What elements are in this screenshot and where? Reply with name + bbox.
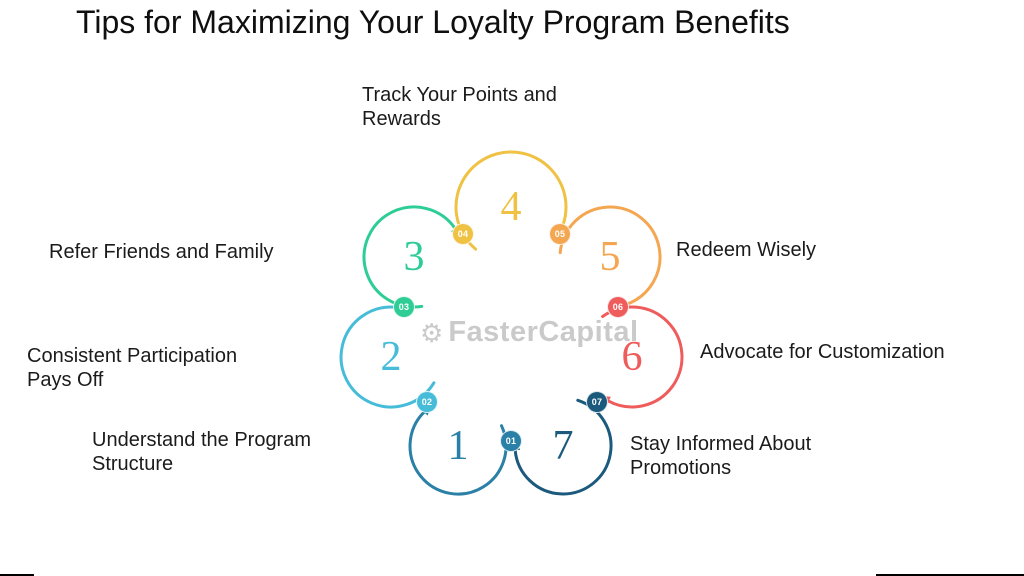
tip-number-6: 6 [621,334,643,380]
tip-label-7: Stay Informed About Promotions [630,433,812,479]
tip-badge-06: 06 [607,296,629,318]
tip-number-3: 3 [403,234,425,280]
screen-edge-artifact-left [0,574,34,576]
tip-badge-05: 05 [549,223,571,245]
tip-number-2: 2 [380,334,402,380]
gear-icon: ⚙ [420,317,444,348]
tip-badge-04: 04 [452,223,474,245]
tip-number-7: 7 [552,423,574,469]
page-title: Tips for Maximizing Your Loyalty Program… [76,4,790,40]
screen-edge-artifact-right [876,574,1024,576]
tip-badge-01: 01 [500,430,522,452]
tip-badge-03: 03 [393,296,415,318]
tip-number-4: 4 [500,184,522,230]
watermark-text: FasterCapital [448,316,639,348]
tip-label-6: Advocate for Customization [700,341,945,363]
tip-number-1: 1 [447,423,469,469]
tip-badge-02: 02 [416,391,438,413]
tip-label-1: Understand the Program Structure [92,429,312,475]
watermark: ⚙ FasterCapital [420,316,639,349]
tip-label-5: Redeem Wisely [676,239,817,261]
tip-label-2: Consistent Participation Pays Off [27,345,238,391]
tip-badge-07: 07 [586,391,608,413]
tip-label-3: Refer Friends and Family [49,241,274,263]
tip-number-5: 5 [599,234,621,280]
tip-label-4: Track Your Points and Rewards [362,84,557,130]
